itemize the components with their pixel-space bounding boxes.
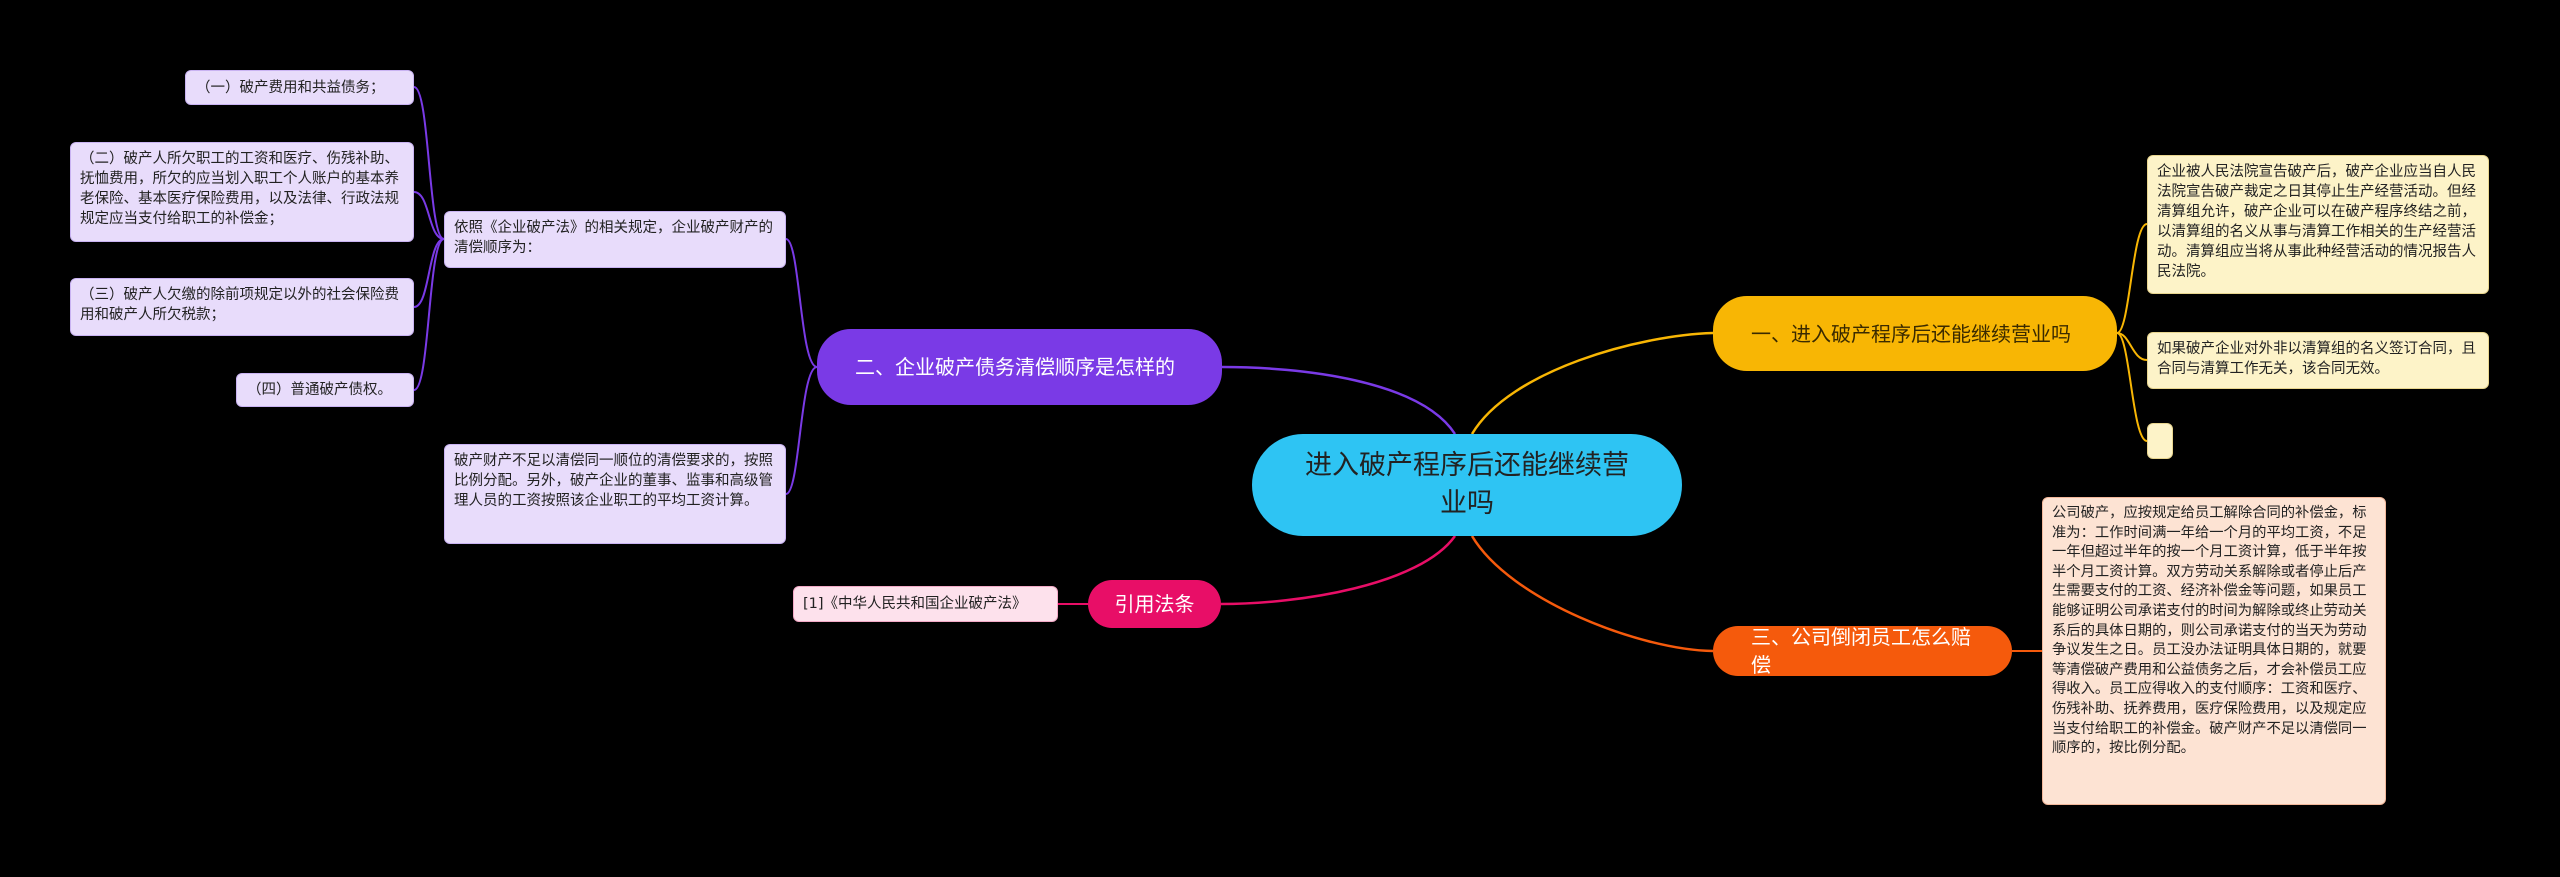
connector-continue-note1 xyxy=(2116,223,2148,334)
connector-basis-item3 xyxy=(413,238,445,308)
central-topic[interactable]: 进入破产程序后还能继续营业吗 xyxy=(1252,434,1682,536)
branch-continue-operating[interactable]: 一、进入破产程序后还能继续营业吗 xyxy=(1713,296,2117,371)
connector-order-basis xyxy=(785,238,818,368)
connector-central-continue xyxy=(1470,331,1714,435)
compensation-detail[interactable]: 公司破产，应按规定给员工解除合同的补偿金，标准为：工作时间满一年给一个月的平均工… xyxy=(2042,497,2386,805)
connector-central-citation xyxy=(1220,535,1457,606)
citation-bankruptcy-law[interactable]: [1]《中华人民共和国企业破产法》 xyxy=(793,586,1058,622)
branch-citations-label: 引用法条 xyxy=(1114,592,1195,616)
connector-central-order xyxy=(1221,365,1457,435)
order-item-1[interactable]: （一）破产费用和共益债务； xyxy=(185,70,414,105)
connector-central-compensation xyxy=(1470,535,1714,653)
order-item-3[interactable]: （三）破产人欠缴的除前项规定以外的社会保险费用和破产人所欠税款； xyxy=(70,278,414,336)
order-legal-basis[interactable]: 依照《企业破产法》的相关规定，企业破产财产的清偿顺序为： xyxy=(444,211,786,268)
connector-order-note xyxy=(785,366,818,495)
branch-repayment-order-label: 二、企业破产债务清偿顺序是怎样的 xyxy=(855,355,1175,379)
connector-basis-item4 xyxy=(413,238,445,391)
branch-employee-compensation[interactable]: 三、公司倒闭员工怎么赔偿 xyxy=(1713,625,2012,677)
continue-note-court[interactable]: 企业被人民法院宣告破产后，破产企业应当自人民法院宣告破产裁定之日其停止生产经营活… xyxy=(2147,155,2489,294)
order-item-2[interactable]: （二）破产人所欠职工的工资和医疗、伤残补助、抚恤费用，所欠的应当划入职工个人账户… xyxy=(70,142,414,242)
connector-continue-note3 xyxy=(2116,332,2148,442)
branch-continue-operating-label: 一、进入破产程序后还能继续营业吗 xyxy=(1751,321,2071,346)
continue-note-empty[interactable] xyxy=(2147,423,2173,459)
order-proportional-note[interactable]: 破产财产不足以清偿同一顺位的清偿要求的，按照比例分配。另外，破产企业的董事、监事… xyxy=(444,444,786,544)
branch-citations[interactable]: 引用法条 xyxy=(1088,580,1221,628)
connector-basis-item2 xyxy=(413,191,445,240)
central-topic-label: 进入破产程序后还能继续营业吗 xyxy=(1305,450,1629,519)
branch-repayment-order[interactable]: 二、企业破产债务清偿顺序是怎样的 xyxy=(817,329,1222,405)
order-item-4[interactable]: （四）普通破产债权。 xyxy=(236,373,414,407)
continue-note-contract[interactable]: 如果破产企业对外非以清算组的名义签订合同，且合同与清算工作无关，该合同无效。 xyxy=(2147,332,2489,389)
connector-basis-item1 xyxy=(413,86,445,240)
branch-employee-compensation-label: 三、公司倒闭员工怎么赔偿 xyxy=(1751,625,1971,677)
